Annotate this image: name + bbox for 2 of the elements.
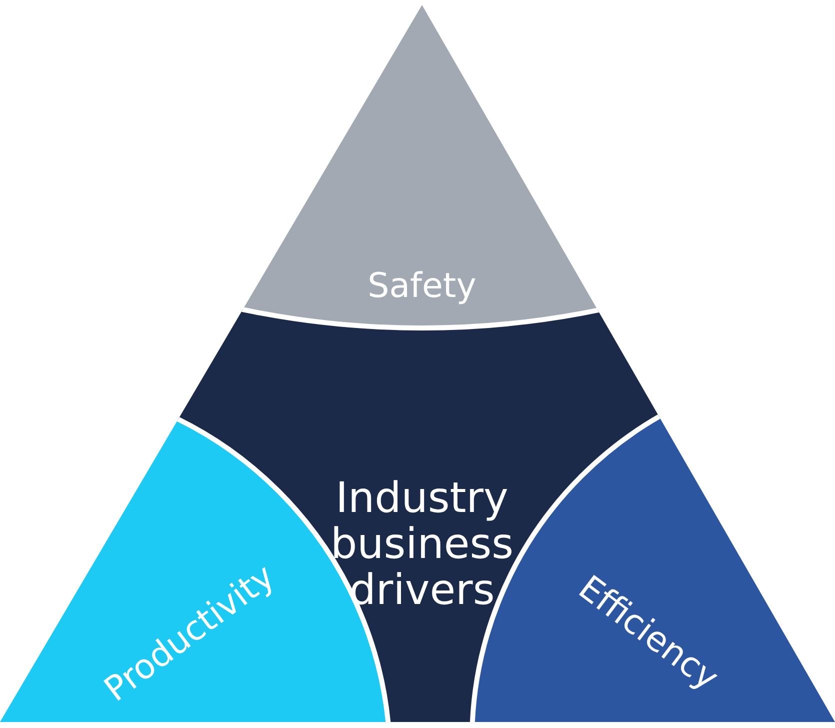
segment-label: Industry business drivers [329,475,515,614]
segment-label: Safety [366,268,478,306]
